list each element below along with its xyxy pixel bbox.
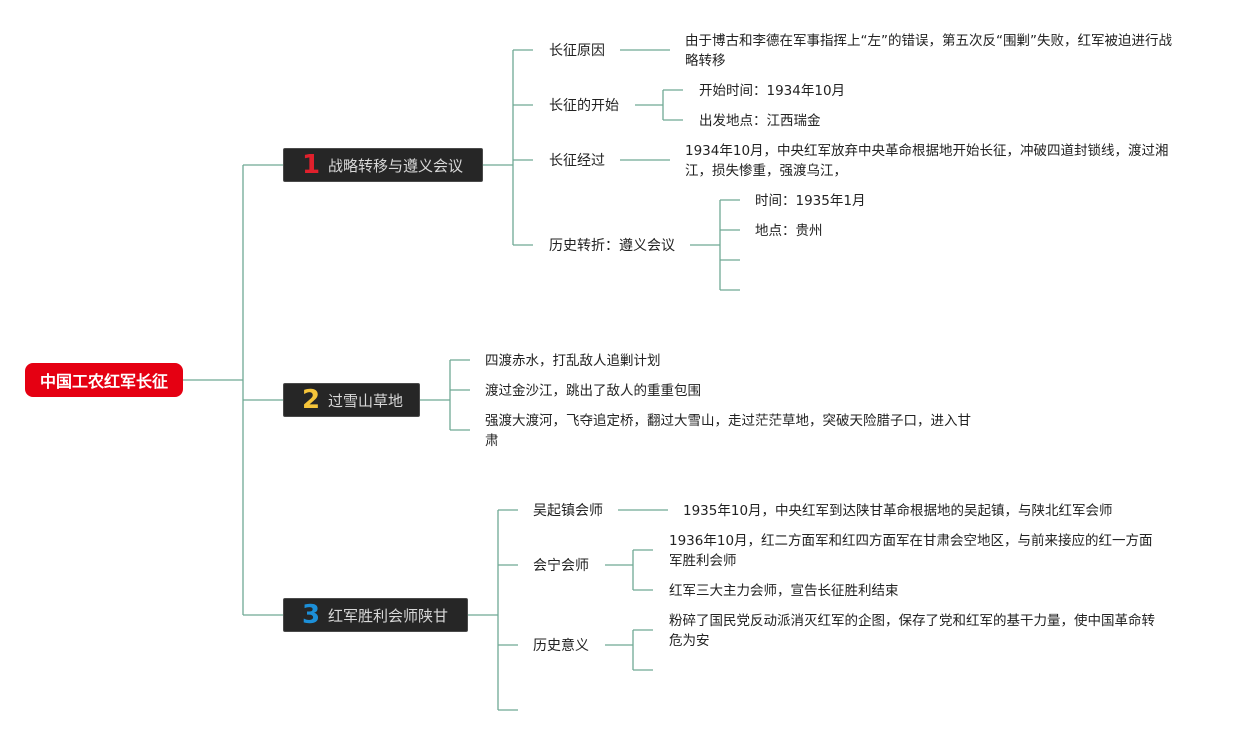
- detail-huining-2[interactable]: 红军三大主力会师，宣告长征胜利结束: [669, 583, 899, 599]
- number-2-icon: 2: [301, 385, 321, 415]
- branch-node-3[interactable]: 3 红军胜利会师陕甘: [283, 598, 468, 632]
- detail-significance[interactable]: 粉碎了国民党反动派消灭红军的企图，保存了党和红军的基干力量，使中国革命转危为安: [669, 613, 1155, 649]
- branch-node-2[interactable]: 2 过雪山草地: [283, 383, 420, 417]
- branch-node-1[interactable]: 1 战略转移与遵义会议: [283, 148, 483, 182]
- detail-zunyi-time[interactable]: 时间：1935年1月: [755, 193, 866, 209]
- detail-huining-1[interactable]: 1936年10月，红二方面军和红四方面军在甘肃会空地区，与前来接应的红一方面军胜…: [669, 533, 1153, 569]
- branch-label-3: 红军胜利会师陕甘: [328, 606, 449, 625]
- branch-label-1: 战略转移与遵义会议: [328, 156, 464, 175]
- number-1-icon: 1: [301, 150, 321, 180]
- topic-long-march-cause[interactable]: 长征原因: [549, 43, 605, 59]
- detail-long-march-cause[interactable]: 由于博古和李德在军事指挥上“左”的错误，第五次反“围剿”失败，红军被迫进行战略转…: [685, 33, 1172, 69]
- item-chishui[interactable]: 四渡赤水，打乱敌人追剿计划: [485, 353, 661, 369]
- topic-wuqi-meeting[interactable]: 吴起镇会师: [533, 503, 603, 519]
- item-jinsha[interactable]: 渡过金沙江，跳出了敌人的重重包围: [485, 383, 701, 399]
- detail-start-place[interactable]: 出发地点：江西瑞金: [699, 113, 821, 129]
- topic-huining-meeting[interactable]: 会宁会师: [533, 558, 589, 574]
- topic-long-march-course[interactable]: 长征经过: [549, 153, 605, 169]
- detail-long-march-course[interactable]: 1934年10月，中央红军放弃中央革命根据地开始长征，冲破四道封锁线，渡过湘江，…: [685, 143, 1169, 179]
- branch-label-2: 过雪山草地: [328, 391, 404, 410]
- topic-long-march-start[interactable]: 长征的开始: [549, 98, 619, 114]
- detail-start-time[interactable]: 开始时间：1934年10月: [699, 83, 846, 99]
- detail-wuqi-meeting[interactable]: 1935年10月，中央红军到达陕甘革命根据地的吴起镇，与陕北红军会师: [683, 503, 1113, 519]
- root-label: 中国工农红军长征: [39, 372, 168, 391]
- item-dadu[interactable]: 强渡大渡河，飞夺追定桥，翻过大雪山，走过茫茫草地，突破天险腊子口，进入甘肃: [485, 413, 971, 449]
- detail-zunyi-place[interactable]: 地点：贵州: [755, 223, 823, 239]
- topic-significance[interactable]: 历史意义: [533, 638, 589, 654]
- topic-zunyi-conference[interactable]: 历史转折：遵义会议: [549, 238, 675, 254]
- number-3-icon: 3: [301, 600, 321, 630]
- root-node[interactable]: 中国工农红军长征: [25, 363, 183, 397]
